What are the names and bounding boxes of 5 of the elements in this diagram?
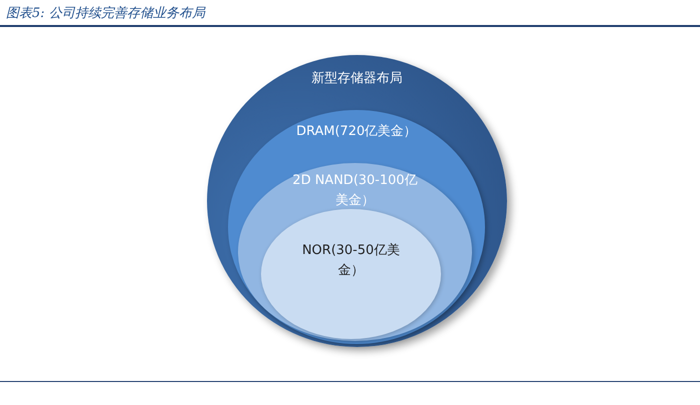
circle-label: 2D NAND(30-100亿美金） [292, 172, 418, 210]
circle-label: 新型存储器布局 [310, 70, 404, 88]
figure-title: 图表5: 公司持续完善存储业务布局 [6, 5, 205, 22]
circle-label: DRAM(720亿美金） [295, 123, 418, 141]
circle-label: NOR(30-50亿美金） [301, 242, 401, 280]
